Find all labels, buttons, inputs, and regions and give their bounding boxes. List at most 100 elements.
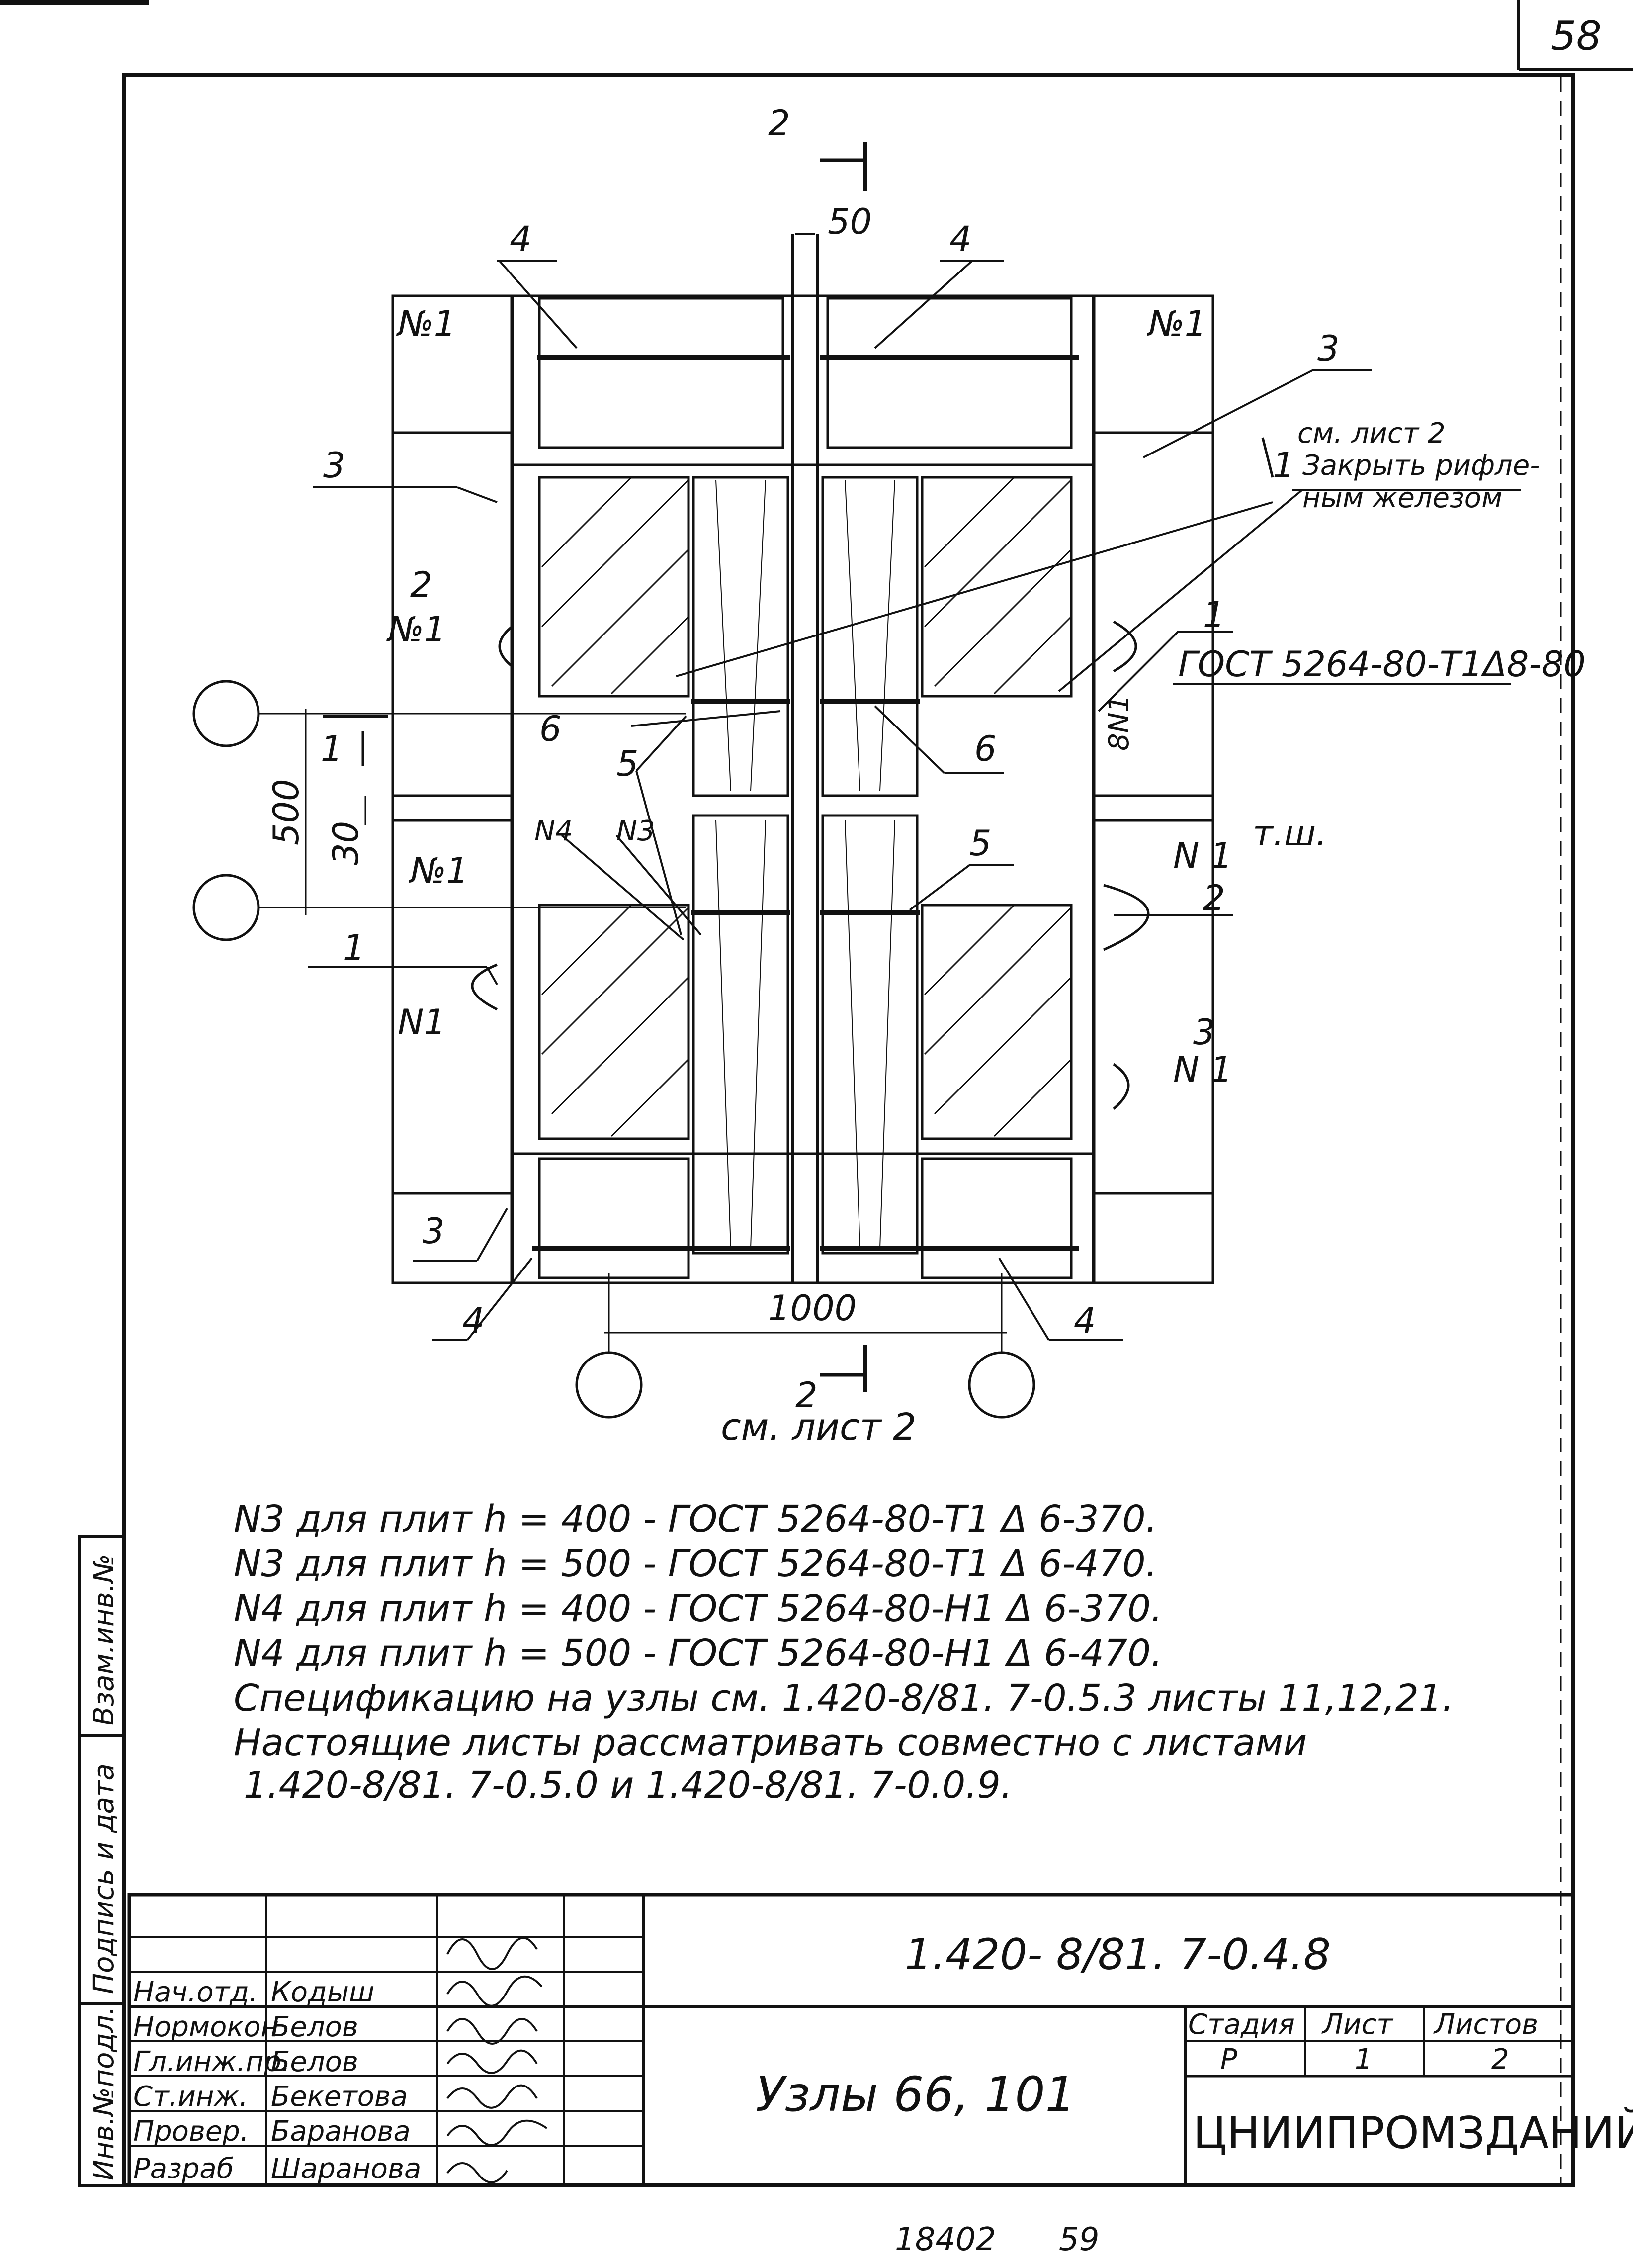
signature bbox=[446, 2049, 538, 2074]
side-inv-orig: Инв.№подл. bbox=[88, 2006, 120, 2180]
panel-top-left bbox=[538, 297, 784, 449]
dim-50: 50 bbox=[828, 201, 872, 242]
section-label-top: 2 bbox=[768, 103, 790, 144]
section-ref-bottom: см. лист 2 bbox=[721, 1406, 916, 1449]
tb-role: Ст.инж. bbox=[133, 2081, 248, 2113]
panel-core-left-lower bbox=[692, 814, 789, 1255]
label-n4: N4 bbox=[534, 815, 573, 847]
side-sign-date: Подпись и дата bbox=[88, 1763, 120, 1994]
tb-stage-label: Стадия bbox=[1188, 2008, 1295, 2041]
signature bbox=[446, 2018, 538, 2045]
weld-mark bbox=[1103, 884, 1150, 951]
note-line-1: N3 для плит h = 400 - ГОСТ 5264-80-Т1 Δ … bbox=[234, 1498, 1157, 1541]
tb-role: Нормокон bbox=[133, 2011, 279, 2043]
section-1-arrow-right bbox=[1261, 437, 1274, 478]
tb-sheet-label: Лист bbox=[1321, 2008, 1393, 2041]
title-block-frame bbox=[127, 1893, 1575, 2187]
panel-core-right-upper bbox=[821, 476, 919, 797]
tb-name: Шаранова bbox=[271, 2153, 421, 2185]
tb-code: 1.420- 8/81. 7-0.4.8 bbox=[905, 1930, 1331, 1980]
callout-5-right: 5 bbox=[969, 823, 992, 864]
tb-role: Гл.инж.пр. bbox=[133, 2046, 290, 2078]
weld-mark bbox=[471, 963, 498, 1011]
slab-joints bbox=[393, 431, 1213, 1195]
signature bbox=[446, 1975, 543, 2007]
hatching bbox=[541, 476, 1072, 1137]
note-cover-1: Закрыть рифле- bbox=[1302, 450, 1540, 482]
callout-4-top-right: 4 bbox=[949, 219, 972, 260]
label-n3: N3 bbox=[616, 815, 655, 847]
panel-bottom-right bbox=[921, 1157, 1073, 1279]
note-line-7: 1.420-8/81. 7-0.5.0 и 1.420-8/81. 7-0.0.… bbox=[244, 1764, 1012, 1807]
section-label-bottom: 2 bbox=[795, 1375, 818, 1416]
label-n1-bottom-left: N1 bbox=[398, 1002, 446, 1043]
dim-500: 500 bbox=[266, 779, 307, 845]
label-n1-top-left: №1 bbox=[396, 303, 456, 344]
axis-bubble-left-lower bbox=[192, 874, 260, 941]
side-stamp-frame bbox=[78, 1535, 126, 2187]
tb-stage: Р bbox=[1220, 2043, 1237, 2076]
tb-name: Белов bbox=[271, 2046, 358, 2078]
tb-name: Белов bbox=[271, 2011, 358, 2043]
callout-3-right: 3 bbox=[1317, 328, 1340, 369]
signature bbox=[446, 2084, 538, 2109]
section-1-label-right: 1 bbox=[1273, 445, 1295, 486]
footer-left-number: 18402 bbox=[895, 2221, 996, 2258]
callout-1-left: 1 bbox=[343, 927, 365, 968]
tb-role: Нач.отд. bbox=[133, 1976, 258, 2008]
panel-bottom-left bbox=[538, 1157, 690, 1279]
callout-4-top-left: 4 bbox=[510, 219, 532, 260]
concrete-panels bbox=[538, 297, 1073, 1279]
panel-hatched-br bbox=[921, 904, 1073, 1140]
callout-4-bottom-right: 4 bbox=[1074, 1300, 1096, 1341]
label-n1-right-lower: N 1 bbox=[1173, 1049, 1232, 1090]
side-stamp: Инв.№подл. Подпись и дата Взам.инв.№ bbox=[78, 1535, 126, 2187]
weld-mark bbox=[1113, 620, 1137, 673]
callout-2-right: 2 bbox=[1203, 878, 1225, 918]
panel-top-right bbox=[826, 297, 1073, 449]
tb-name: Баранова bbox=[271, 2115, 411, 2148]
tb-name: Кодыш bbox=[271, 1976, 374, 2008]
panel-core-left-upper bbox=[692, 476, 789, 797]
axis-bubble-bottom-left bbox=[575, 1351, 643, 1419]
tb-sheet: 1 bbox=[1355, 2043, 1373, 2076]
signature bbox=[446, 2162, 508, 2183]
label-n1-vertical: 8N1 bbox=[1103, 695, 1135, 751]
side-inv-replace: Взам.инв.№ bbox=[88, 1554, 120, 1725]
plan-outline bbox=[391, 294, 1214, 1284]
tb-organization: ЦНИИПРОМЗДАНИЙ bbox=[1193, 2107, 1633, 2159]
corner-sheet-number: 58 bbox=[1551, 13, 1602, 59]
tb-role: Разраб bbox=[133, 2153, 234, 2185]
tb-sheets-label: Листов bbox=[1433, 2008, 1538, 2041]
tb-name: Бекетова bbox=[271, 2081, 408, 2113]
signatures bbox=[446, 1937, 548, 2183]
panel-hatched-bl bbox=[538, 904, 690, 1140]
callout-6-right: 6 bbox=[974, 728, 997, 769]
tb-role: Провер. bbox=[133, 2115, 249, 2148]
dim-30: 30 bbox=[326, 821, 366, 865]
callout-4-bottom-left: 4 bbox=[462, 1300, 485, 1341]
callout-2-left: 2 bbox=[410, 564, 432, 605]
note-line-6: Настоящие листы рассматривать совместно … bbox=[234, 1722, 1307, 1764]
tb-title: Узлы 66, 101 bbox=[756, 2067, 1076, 2122]
tb-sheets: 2 bbox=[1491, 2043, 1509, 2076]
section-1-label-left: 1 bbox=[321, 728, 343, 769]
dim-1000: 1000 bbox=[768, 1288, 857, 1329]
signature bbox=[446, 1937, 538, 1970]
axis-bubble-left-upper bbox=[192, 680, 260, 747]
note-line-2: N3 для плит h = 500 - ГОСТ 5264-80-Т1 Δ … bbox=[234, 1542, 1157, 1585]
notes-block: N3 для плит h = 400 - ГОСТ 5264-80-Т1 Δ … bbox=[234, 1498, 1454, 1807]
callout-3-bottom-left: 3 bbox=[423, 1211, 445, 1252]
note-see-sheet-2: см. лист 2 bbox=[1297, 417, 1446, 450]
panel-core-right-lower bbox=[821, 814, 919, 1255]
label-n1-mid-left: №1 bbox=[386, 609, 446, 650]
panel-hatched-tr bbox=[921, 476, 1073, 698]
note-line-4: N4 для плит h = 500 - ГОСТ 5264-80-Н1 Δ … bbox=[234, 1632, 1163, 1675]
node-plan-drawing: 2 2 см. лист 2 50 500 30 1 1 1000 bbox=[192, 103, 1586, 1449]
callout-leaders bbox=[308, 260, 1372, 1341]
panel-hatched-tl bbox=[538, 476, 690, 698]
note-line-3: N4 для плит h = 400 - ГОСТ 5264-80-Н1 Δ … bbox=[234, 1587, 1163, 1630]
label-n1-top-right: №1 bbox=[1146, 303, 1206, 344]
callout-5-left: 5 bbox=[616, 743, 639, 784]
